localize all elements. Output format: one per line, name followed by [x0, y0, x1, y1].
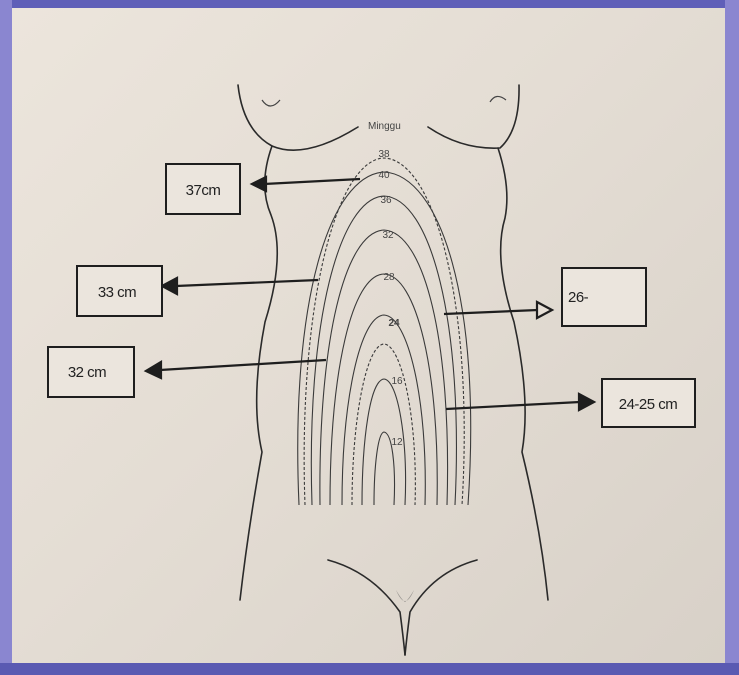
left-torso-outline — [240, 146, 277, 600]
left-nipple — [262, 100, 280, 106]
week-label-28: 28 — [383, 272, 395, 283]
pubic-shading — [396, 590, 414, 602]
week-label-12: 12 — [391, 437, 403, 448]
left-breast-outline — [238, 85, 358, 150]
week-label-16: 16 — [391, 376, 403, 387]
arrow-to-26 — [444, 302, 552, 318]
arrow-to-24-25cm — [446, 394, 594, 410]
arrow-to-37cm — [252, 177, 360, 191]
contour-36 — [311, 196, 456, 505]
arrow-to-32cm — [146, 360, 326, 378]
callout-text-33cm: 33 cm — [98, 284, 136, 301]
arrow-to-33cm — [162, 278, 318, 294]
week-label-36: 36 — [380, 195, 392, 206]
right-torso-outline — [498, 148, 548, 600]
week-label-40: 40 — [378, 170, 390, 181]
week-label-32: 32 — [382, 230, 394, 241]
right-groin-line — [405, 560, 477, 655]
week-label-38: 38 — [378, 149, 390, 160]
callout-text-26: 26- — [568, 289, 589, 306]
callout-text-24-25cm: 24-25 cm — [619, 396, 678, 413]
callout-text-37cm: 37cm — [186, 182, 221, 199]
right-breast-outline — [428, 85, 519, 148]
weeks-header-label: Minggu — [368, 121, 401, 132]
contour-28 — [330, 274, 437, 505]
week-label-24: 24 — [388, 318, 400, 329]
right-nipple — [490, 96, 506, 102]
left-groin-line — [328, 560, 405, 655]
callout-text-32cm: 32 cm — [68, 364, 106, 381]
contour-40 — [298, 172, 471, 505]
contour-38 — [304, 158, 464, 505]
contour-24 — [342, 315, 425, 505]
